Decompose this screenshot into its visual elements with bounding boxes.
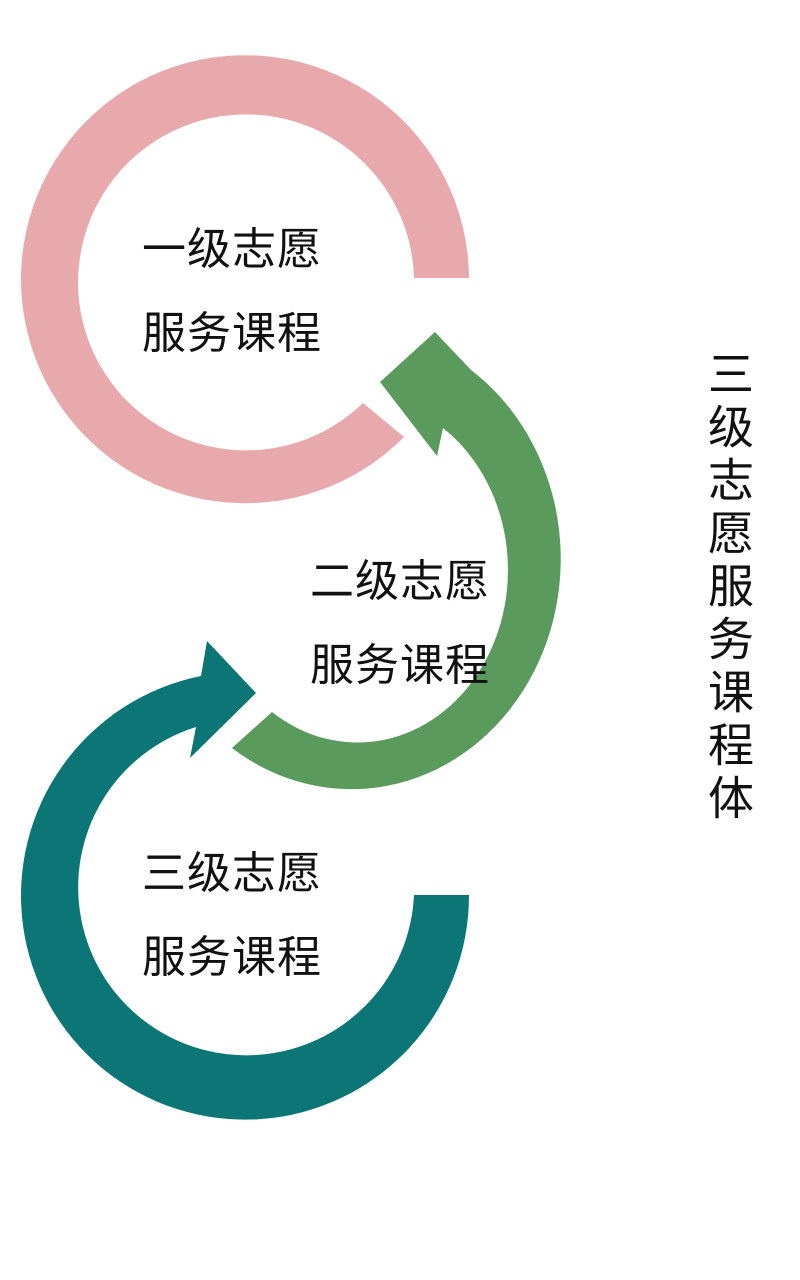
level-2-line-2: 服务课程 xyxy=(310,640,490,691)
level-1-line-1: 一级志愿 xyxy=(142,224,322,275)
level-1-label: 一级志愿 服务课程 xyxy=(142,208,362,376)
level-3-line-2: 服务课程 xyxy=(142,932,322,983)
level-1-line-2: 服务课程 xyxy=(142,308,322,359)
vertical-title: 三级志愿服务课程体 xyxy=(701,350,755,827)
level-2-label: 二级志愿 服务课程 xyxy=(310,540,530,708)
level-3-label: 三级志愿 服务课程 xyxy=(142,832,362,1000)
level-2-arrow xyxy=(232,332,561,790)
level-3-arrow xyxy=(21,641,470,1120)
level-2-line-1: 二级志愿 xyxy=(310,556,490,607)
level-3-line-1: 三级志愿 xyxy=(142,848,322,899)
